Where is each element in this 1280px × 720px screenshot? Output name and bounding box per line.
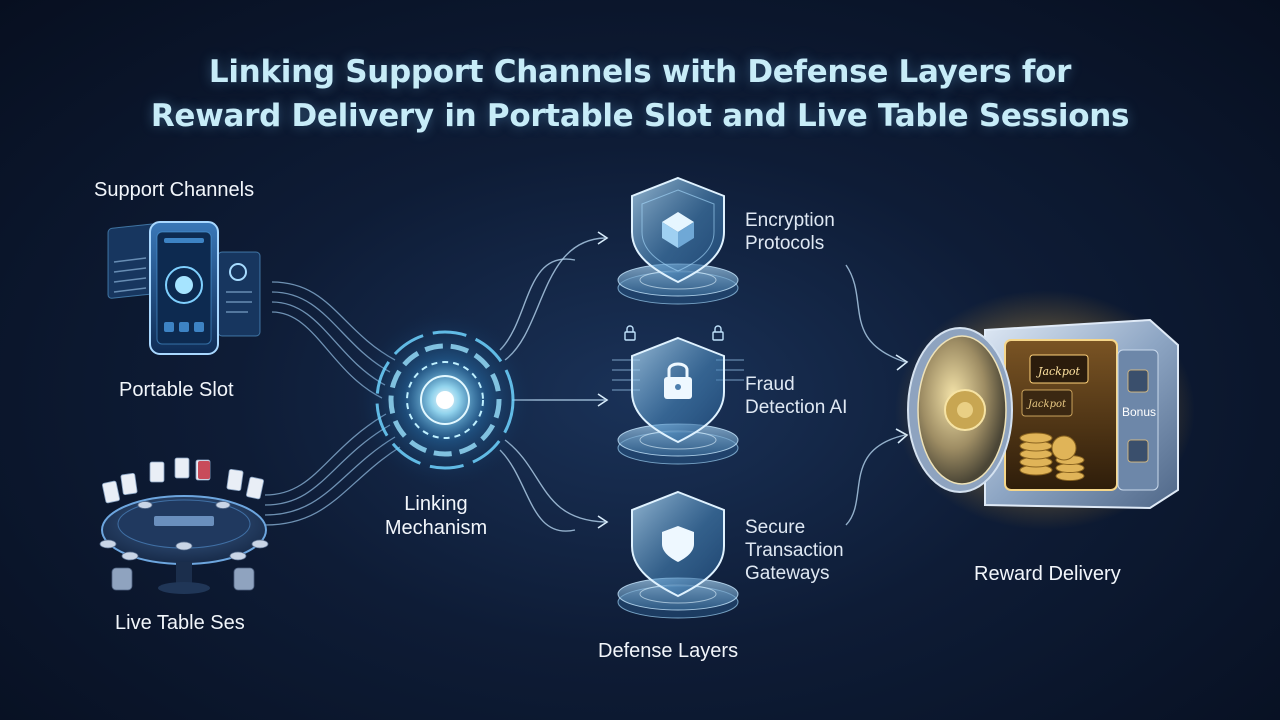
defense-layer-line-2: Transaction <box>745 540 844 561</box>
vault-jackpot-bottom-label: Jackpot <box>1026 399 1067 410</box>
page-title-line-2: Reward Delivery in Portable Slot and Liv… <box>150 98 1130 134</box>
encryption-shield-icon <box>617 176 739 305</box>
defense-layer-line-1: Encryption <box>745 210 835 231</box>
linking-mechanism-line-1: Linking <box>404 493 468 515</box>
vault-bonus-label: Bonus <box>1122 405 1156 419</box>
defense-layer-gateway-label: Secure Transaction Gateways <box>745 516 844 585</box>
defense-layer-line-2: Detection AI <box>745 397 848 418</box>
vault-jackpot-top-label: Jackpot <box>1036 365 1080 378</box>
defense-layers-heading: Defense Layers <box>598 640 739 662</box>
reward-vault-icon <box>895 290 1195 530</box>
defense-layer-line-2: Protocols <box>745 233 825 254</box>
secure-transaction-shield-icon <box>617 490 739 619</box>
support-channels-heading: Support Channels <box>94 179 255 201</box>
defense-layer-fraud-label: Fraud Detection AI <box>745 373 847 419</box>
page-title: Linking Support Channels with Defense La… <box>0 50 1280 138</box>
linking-mechanism-label: Linking Mechanism <box>366 492 506 540</box>
live-table-label: Live Table Ses <box>115 612 245 634</box>
connector-lines-left <box>264 281 401 526</box>
fraud-detection-shield-icon <box>612 325 744 465</box>
linking-mechanism-line-2: Mechanism <box>384 517 488 539</box>
page-title-line-1: Linking Support Channels with Defense La… <box>208 54 1072 90</box>
linking-mechanism-hub-icon <box>353 308 537 492</box>
defense-layer-encryption-label: Encryption Protocols <box>745 209 835 255</box>
defense-layer-line-3: Gateways <box>745 563 830 584</box>
reward-delivery-label: Reward Delivery <box>974 563 1121 585</box>
live-table-icon <box>99 457 269 594</box>
portable-slot-label: Portable Slot <box>119 379 234 401</box>
defense-layer-line-1: Fraud <box>745 374 795 395</box>
small-lock-icon <box>624 325 724 341</box>
portable-slot-phone-icon <box>107 221 261 355</box>
defense-layer-line-1: Secure <box>745 517 806 538</box>
